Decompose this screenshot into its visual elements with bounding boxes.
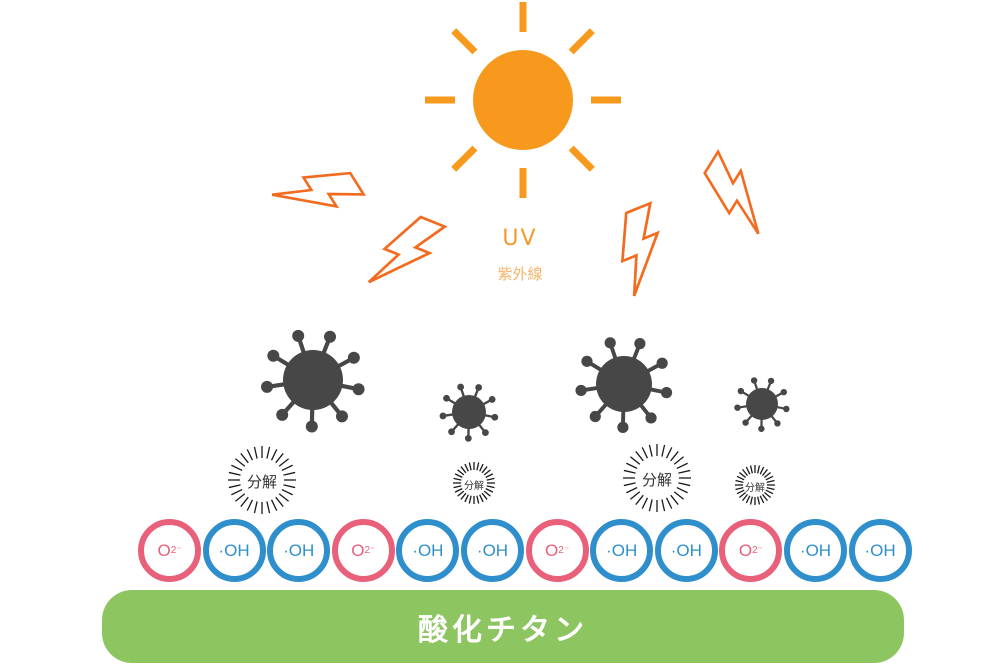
uv-label: UV [502, 226, 538, 251]
molecule-label: ·OH [412, 540, 444, 560]
molecule-label: ·OH [670, 540, 702, 560]
molecule-label: ·OH [283, 540, 315, 560]
virus-icon [575, 337, 673, 433]
uv-bolts [271, 148, 760, 297]
sun-ray [568, 28, 595, 55]
virus-icon [261, 329, 365, 433]
charge-label: 2⁻ [752, 545, 763, 556]
hydroxyl-radical: ·OH [267, 519, 331, 582]
lightning-bolt-icon [271, 171, 367, 209]
molecule-label: O [738, 540, 753, 560]
virus-icon [734, 377, 790, 432]
molecule-label: O [157, 540, 171, 560]
sun-ray [568, 145, 595, 172]
decompose-label: 分解 [464, 480, 484, 492]
decompose-label: 分解 [745, 482, 765, 494]
charge-label: 2⁻ [364, 545, 376, 556]
virus-icon [439, 383, 499, 442]
molecule-label: O [545, 540, 559, 560]
molecule-label: ·OH [606, 540, 638, 560]
decompose-burst-icon [623, 444, 691, 512]
decompose-label: 分解 [641, 470, 672, 489]
sun-ray [451, 145, 478, 172]
molecule-label: ·OH [476, 540, 509, 560]
molecule-label: O [351, 540, 365, 560]
hydroxyl-radical: ·OH [784, 519, 847, 582]
sun-icon [425, 2, 621, 198]
hydroxyl-radical: ·OH [590, 519, 654, 582]
molecule-label: ·OH [799, 540, 832, 560]
hydroxyl-radical: ·OH [848, 519, 912, 582]
uv-sublabel: 紫外線 [497, 265, 543, 283]
lightning-bolt-icon [703, 148, 760, 235]
charge-label: 2⁻ [170, 545, 182, 556]
hydroxyl-radical: ·OH [396, 519, 460, 582]
hydroxyl-radical: ·OH [202, 519, 266, 582]
titanium-oxide-label: 酸化チタン [418, 612, 588, 648]
molecule-label: ·OH [218, 540, 250, 560]
decompose-burst-icon [453, 462, 495, 504]
viruses [261, 329, 790, 442]
charge-label: 2⁻ [558, 545, 570, 556]
hydroxyl-radical: ·OH [654, 519, 718, 582]
decompose-burst-icon [228, 446, 296, 514]
decompose-label: 分解 [246, 472, 277, 491]
lightning-bolt-icon [367, 215, 448, 284]
molecule-label: ·OH [864, 540, 896, 560]
titanium-oxide-bar: 酸化チタン [102, 590, 904, 663]
lightning-bolt-icon [620, 201, 660, 297]
hydroxyl-radical: ·OH [461, 519, 524, 582]
decompose-bursts [228, 444, 775, 514]
sun-ray [451, 28, 478, 55]
sun-disc [473, 50, 573, 150]
decompose-burst-icon [735, 465, 775, 505]
